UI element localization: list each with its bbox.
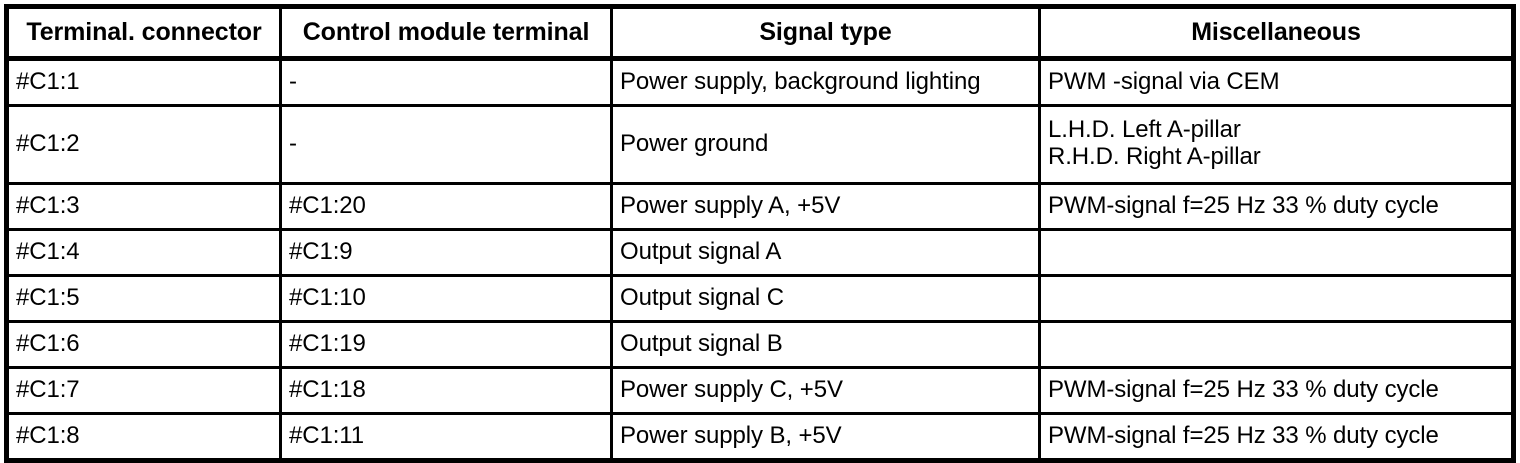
column-header-miscellaneous: Miscellaneous: [1039, 6, 1514, 61]
cell-miscellaneous: PWM -signal via CEM: [1039, 58, 1514, 107]
cell-miscellaneous: [1039, 275, 1514, 323]
cell-control_module_terminal: #C1:19: [280, 321, 613, 369]
cell-control_module_terminal: #C1:11: [280, 413, 613, 461]
cell-control_module_terminal: #C1:18: [280, 367, 613, 415]
cell-terminal_connector: #C1:1: [6, 58, 282, 107]
cell-terminal_connector: #C1:5: [6, 275, 282, 323]
cell-terminal_connector: #C1:7: [6, 367, 282, 415]
cell-terminal_connector: #C1:4: [6, 229, 282, 277]
cell-signal_type: Output signal B: [611, 321, 1041, 369]
cell-miscellaneous: [1039, 321, 1514, 369]
cell-control_module_terminal: -: [280, 58, 613, 107]
column-header-terminal-connector: Terminal. connector: [6, 6, 282, 61]
table-header: Terminal. connector Control module termi…: [6, 6, 1514, 61]
cell-control_module_terminal: #C1:9: [280, 229, 613, 277]
column-header-signal-type: Signal type: [611, 6, 1041, 61]
cell-signal_type: Power supply C, +5V: [611, 367, 1041, 415]
table-header-row: Terminal. connector Control module termi…: [6, 6, 1514, 61]
column-header-control-module-terminal: Control module terminal: [280, 6, 613, 61]
cell-control_module_terminal: #C1:20: [280, 183, 613, 231]
cell-terminal_connector: #C1:2: [6, 105, 282, 185]
cell-miscellaneous: PWM-signal f=25 Hz 33 % duty cycle: [1048, 421, 1439, 449]
cell-signal_type: Output signal C: [611, 275, 1041, 323]
cell-terminal_connector: #C1:3: [6, 183, 282, 231]
cell-miscellaneous: L.H.D. Left A-pillar R.H.D. Right A-pill…: [1039, 105, 1514, 185]
cell-signal_type: Power supply, background lighting: [611, 58, 1041, 107]
cell-signal_type: Power supply B, +5V: [611, 413, 1041, 461]
cell-control_module_terminal: #C1:10: [280, 275, 613, 323]
cell-signal_type: Power ground: [611, 105, 1041, 185]
cell-miscellaneous: PWM-signal f=25 Hz 33 % duty cycle: [1039, 367, 1514, 415]
cell-terminal_connector: #C1:8: [6, 413, 282, 461]
cell-miscellaneous: PWM-signal f=25 Hz 33 % duty cycle: [1039, 183, 1514, 231]
cell-terminal_connector: #C1:6: [6, 321, 282, 369]
document-page: Terminal. connector Control module termi…: [4, 4, 1516, 463]
cell-signal_type: Output signal A: [611, 229, 1041, 277]
cell-signal_type: Power supply A, +5V: [611, 183, 1041, 231]
cell-control_module_terminal: -: [280, 105, 613, 185]
pinout-table: Terminal. connector Control module termi…: [4, 4, 1516, 463]
cell-miscellaneous: [1039, 229, 1514, 277]
